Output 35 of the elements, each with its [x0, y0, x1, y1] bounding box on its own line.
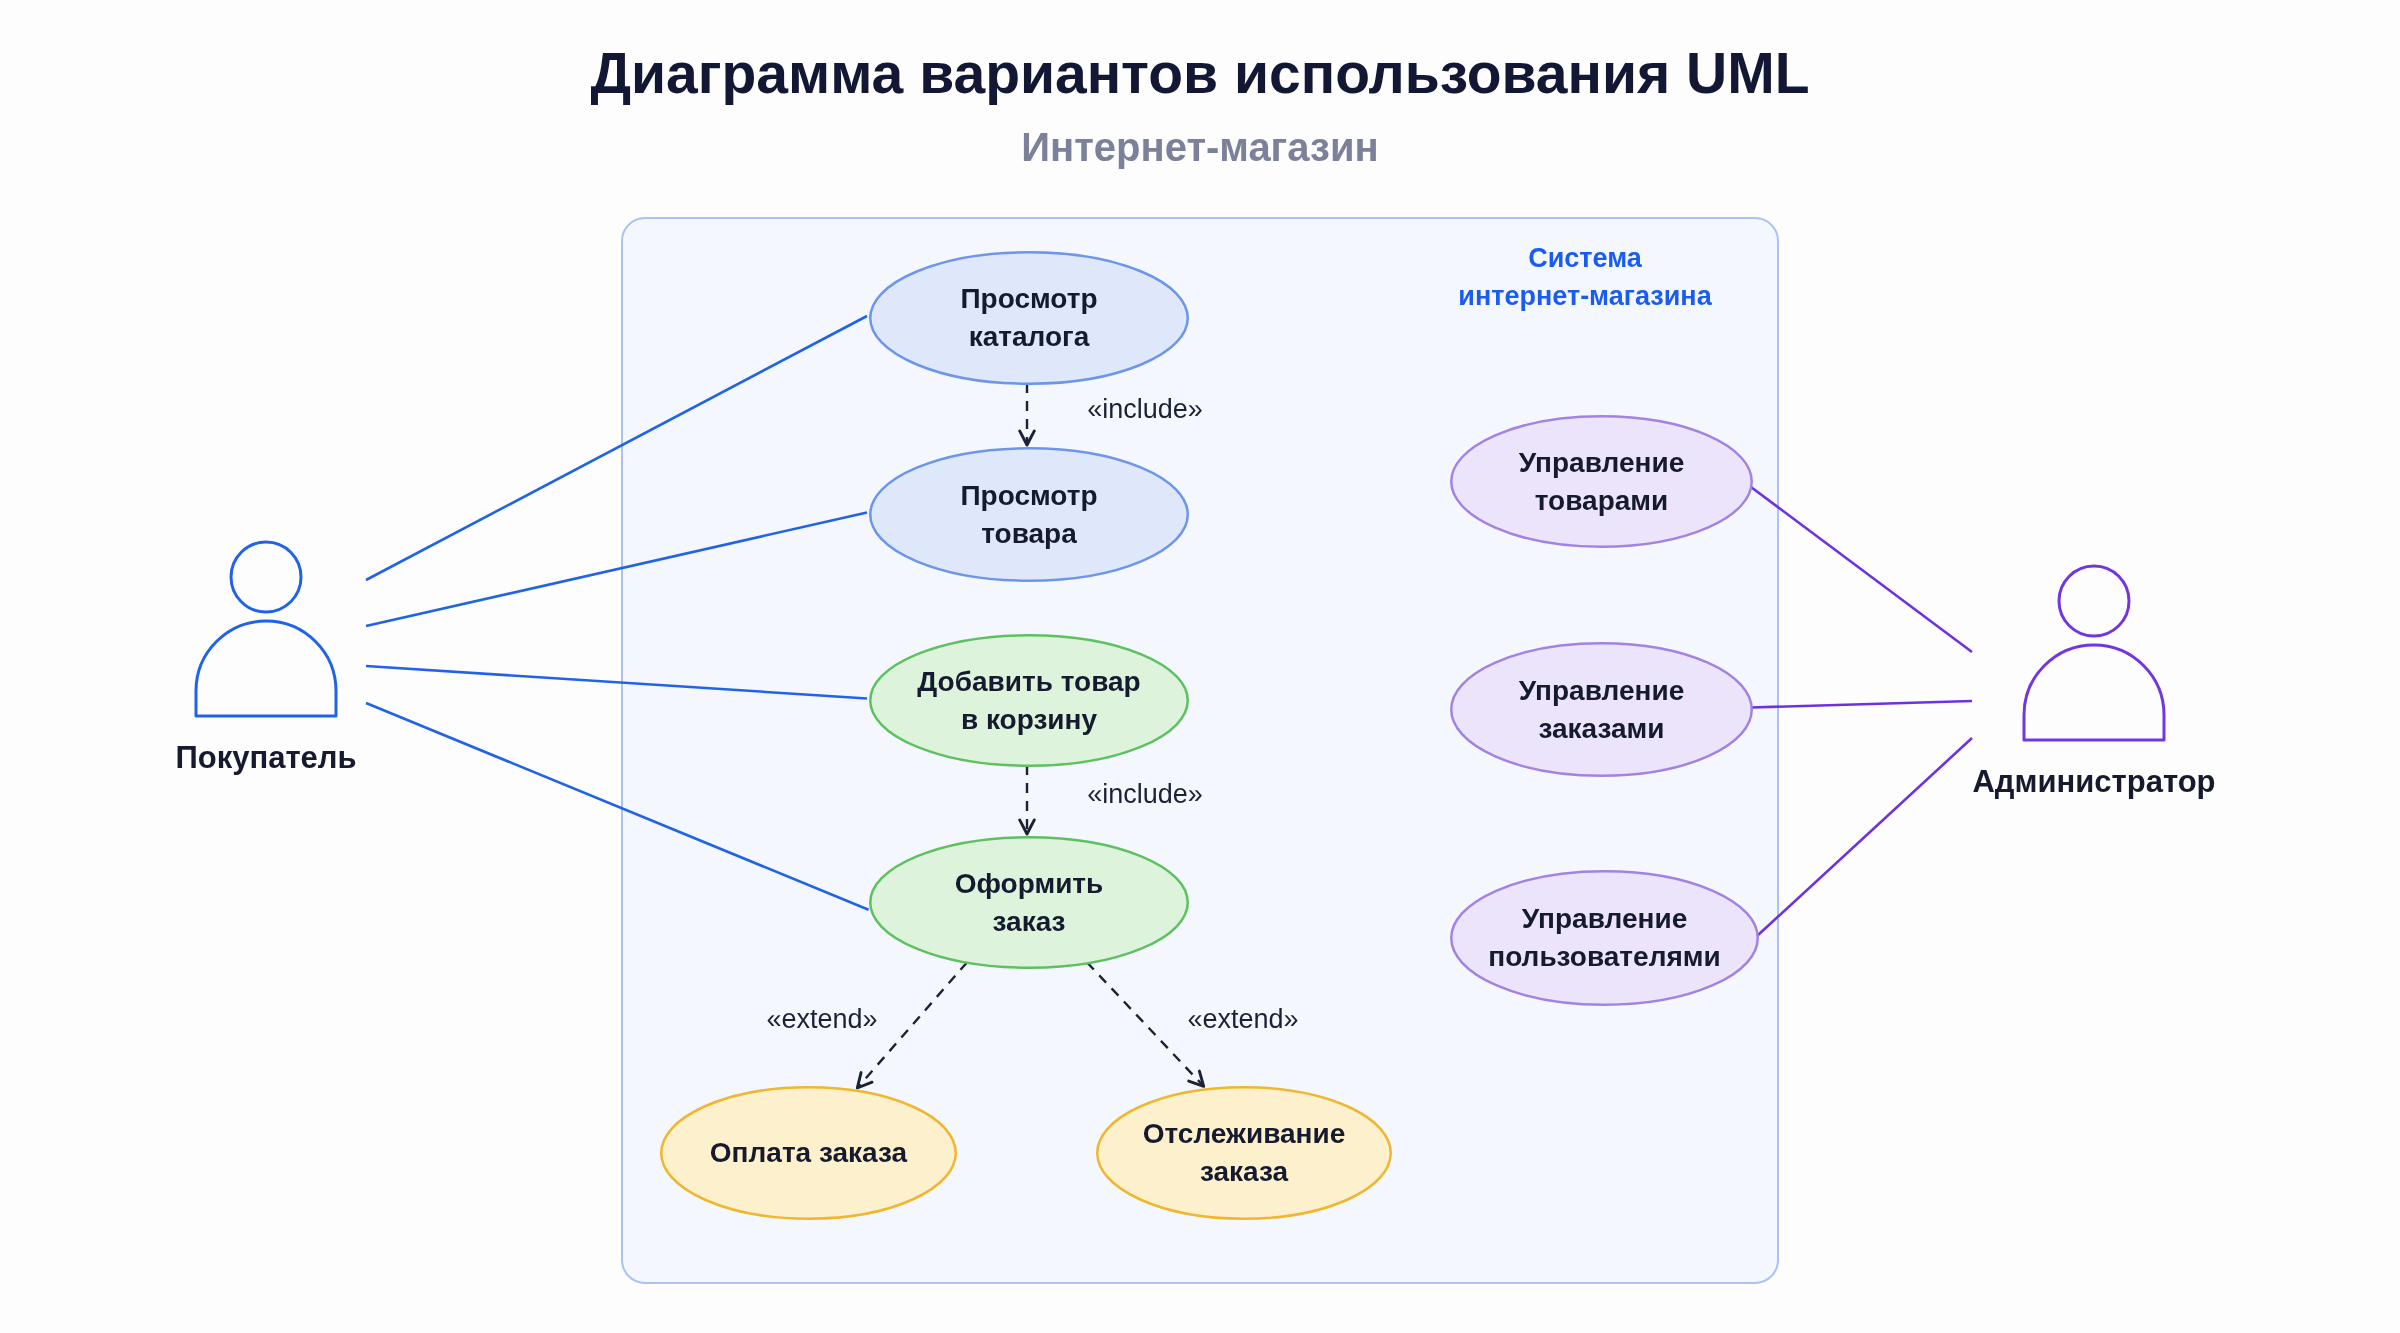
- system-boundary: [621, 217, 1779, 1284]
- use-case-ellipse: [660, 1086, 957, 1220]
- use-case-ellipse: [869, 447, 1189, 582]
- use-case-ellipse: [1450, 642, 1753, 777]
- association-line: [365, 664, 868, 700]
- use-case-name: Управление товарами: [1517, 445, 1686, 518]
- association-line: [365, 701, 870, 911]
- use-case-ellipse: [869, 836, 1189, 969]
- association-line: [1756, 737, 1973, 937]
- use-case-ellipse: [1450, 415, 1753, 548]
- dashed-arrow: [1018, 383, 1036, 447]
- use-case-ellipse: [1096, 1086, 1392, 1220]
- use-case-ellipse: [869, 251, 1189, 385]
- use-case-name: Добавить товар в корзину: [916, 664, 1142, 737]
- association-line: [365, 314, 868, 582]
- use-case-ellipse: [1450, 870, 1759, 1006]
- actor-name: Администратор: [1972, 763, 2216, 800]
- association-line: [365, 511, 868, 628]
- use-case-name: Управление пользователями: [1487, 902, 1722, 974]
- system-name: Система интернет-магазина: [1457, 242, 1713, 313]
- dashed-arrow: [1018, 765, 1036, 836]
- association-line: [1750, 699, 1973, 709]
- use-case-name: Просмотр каталога: [959, 282, 1099, 354]
- actor-name: Покупатель: [175, 739, 357, 776]
- dashed-arrow: [855, 961, 968, 1090]
- use-case-name: Отслеживание заказа: [1141, 1117, 1347, 1189]
- use-case-name: Оплата заказа: [709, 1136, 908, 1170]
- use-case-name: Управление заказами: [1517, 673, 1686, 746]
- association-line: [1749, 485, 1973, 654]
- use-case-ellipse: [869, 634, 1189, 767]
- use-case-name: Просмотр товара: [959, 478, 1099, 551]
- use-case-name: Оформить заказ: [953, 866, 1105, 939]
- dashed-arrow: [1086, 961, 1206, 1088]
- diagram-title: Диаграмма вариантов использования UML: [590, 40, 1810, 106]
- subtitle: Интернет-магазин: [1021, 124, 1379, 170]
